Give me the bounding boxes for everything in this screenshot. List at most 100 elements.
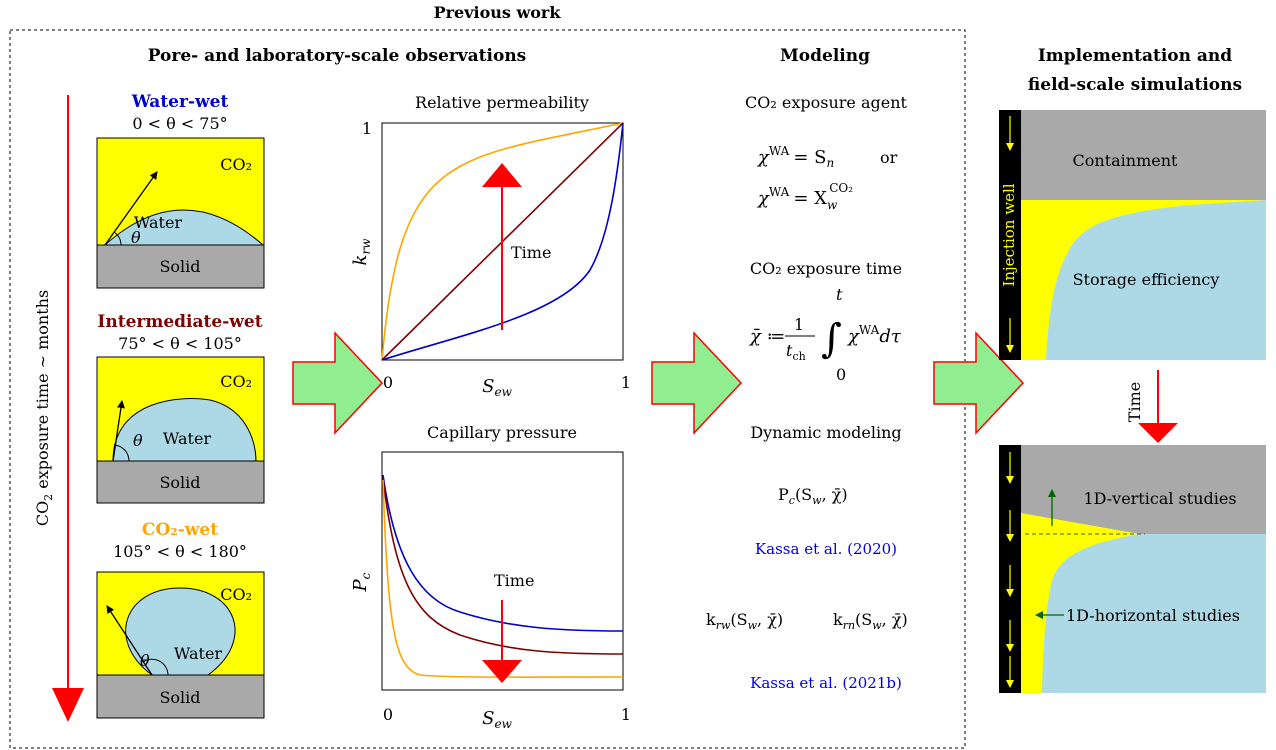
exposure-time-integral: χ̄ ≔ 1 tch ∫ t 0 χWAdτ [748,285,902,384]
krw-function: krw(Sw, χ̄) [706,610,783,632]
capillary-chart: Capillary pressure 0 1 Sew Pc Time [350,423,631,731]
capillary-time-arrow-head [482,660,522,683]
injection-well [999,110,1021,360]
krn-function: krn(Sw, χ̄) [833,610,908,632]
water-droplet [103,209,265,246]
co2-plume [1021,200,1266,360]
flow-arrow-1 [292,331,384,435]
capillary-xlabel: Sew [482,708,512,731]
integral-upper: t [836,285,843,304]
contact-angle-arrow [104,171,158,246]
solid-region [96,674,265,719]
containment-label: Containment [1073,151,1179,170]
flow-arrow-2 [651,331,743,435]
water-droplet [112,398,257,462]
angle-label: θ [133,431,143,450]
panel-title: Intermediate-wet [97,312,262,332]
water-droplet [125,587,236,676]
angle-arc [113,231,122,246]
panel-intermediate-wet: Intermediate-wet 75° < θ < 105° CO₂ Wate… [96,312,265,504]
solid-label: Solid [159,257,200,276]
panel-title: CO₂-wet [142,520,218,540]
relperm-xtick-left: 0 [383,373,393,392]
implementation-title-2: field-scale simulations [1028,75,1242,95]
equation-agent-sn: χWA= Sn [756,144,834,170]
angle-label: θ [140,651,150,670]
previous-work-title: Previous work [434,3,562,22]
capillary-time-label: Time [494,571,534,590]
relperm-curve-water-wet [381,122,624,361]
capillary-curve-co2-wet [382,479,624,678]
agent-title: CO₂ exposure agent [745,93,908,112]
relperm-ytick-top: 1 [362,119,372,138]
relperm-curve-co2-wet [381,122,624,361]
pore-lab-title: Pore- and laboratory-scale observations [148,46,527,66]
relperm-time-arrow-head [482,163,522,187]
capillary-title: Capillary pressure [427,423,577,442]
capillary-frame [381,451,624,691]
relperm-frame [381,122,624,361]
field-simulation-top: Injection well Containment Storage effic… [999,110,1266,360]
panel-co2-wet: CO₂-wet 105° < θ < 180° CO₂ Water Solid … [96,520,265,719]
relperm-ylabel: krw [350,238,373,266]
panel-range: 105° < θ < 180° [113,542,247,561]
water-label: Water [174,644,222,663]
pc-function: Pc(Sw, χ̄) [778,485,848,507]
field-time-label: Time [1125,382,1144,422]
angle-arc [113,444,130,462]
capillary-xtick-right: 1 [621,705,631,724]
vertical-study-label: 1D-vertical studies [1083,489,1236,508]
modeling-title: Modeling [780,46,870,66]
relperm-time-label: Time [511,243,551,262]
co2-label: CO₂ [220,585,252,604]
solid-label: Solid [159,473,200,492]
integral-lhs: χ̄ ≔ [748,326,785,347]
water-label: Water [134,213,182,232]
integral-lower: 0 [836,365,846,384]
reference-kassa-2020[interactable]: Kassa et al. (2020) [755,540,897,558]
integrand: χWAdτ [846,323,902,347]
angle-label: θ [131,228,141,247]
time-title: CO₂ exposure time [750,259,902,278]
panel-range: 75° < θ < 105° [118,334,242,353]
or-label: or [880,148,898,167]
panel-water-wet: Water-wet 0 < θ < 75° CO₂ Water Solid θ [96,92,265,289]
integral-numerator: 1 [794,315,804,334]
solid-region [96,460,265,504]
water-label: Water [163,429,211,448]
time-axis-label: CO2 exposure time ∼ months [33,290,55,526]
equation-agent-xw: χWA= XwCO₂ [756,181,853,212]
relperm-chart: Relative permeability 1 0 1 Sew krw Time [350,93,631,399]
time-arrow-head [52,688,84,722]
capillary-curve-intermediate-wet [382,477,624,655]
reference-kassa-2021b[interactable]: Kassa et al. (2021b) [750,674,902,692]
co2-plume-lower [1021,534,1140,693]
integral-denominator: tch [786,341,806,363]
capillary-curve-water-wet [382,474,624,632]
relperm-xtick-right: 1 [621,373,631,392]
capillary-ylabel: Pc [350,572,373,592]
capillary-xtick-left: 0 [383,705,393,724]
implementation-title-1: Implementation and [1038,46,1232,66]
relperm-title: Relative permeability [415,93,589,112]
modeling-column: CO₂ exposure agent χWA= Sn or χWA= XwCO₂… [706,93,908,692]
injection-well-label: Injection well [1000,183,1018,286]
field-simulation-bottom: 1D-vertical studies 1D-horizontal studie… [999,445,1266,693]
co2-plume [1021,513,1140,534]
storage-efficiency-label: Storage efficiency [1073,270,1220,289]
integral-sign: ∫ [821,316,842,362]
horizontal-study-label: 1D-horizontal studies [1066,606,1240,625]
panel-range: 0 < θ < 75° [132,114,227,133]
contact-angle-arrow [106,605,153,676]
co2-label: CO₂ [220,155,252,174]
solid-region [96,244,265,289]
solid-label: Solid [159,688,200,707]
co2-label: CO₂ [220,372,252,391]
dynamic-title: Dynamic modeling [750,423,901,442]
angle-arc [142,658,169,676]
contact-angle-arrow [112,400,125,462]
flow-arrow-3 [933,331,1025,435]
panel-title: Water-wet [131,92,229,112]
field-time-arrow-head [1138,423,1178,443]
